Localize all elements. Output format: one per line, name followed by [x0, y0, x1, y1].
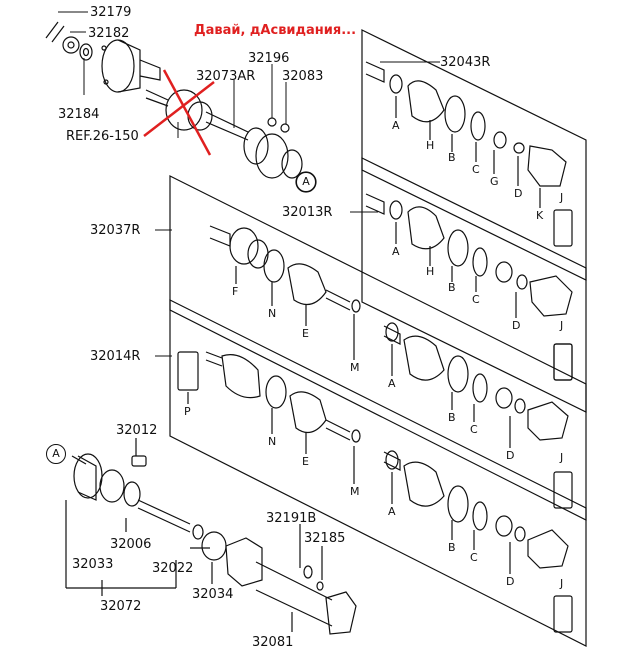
letter-a: A	[388, 377, 396, 390]
letter-d: D	[514, 187, 523, 200]
letter-a: A	[388, 505, 396, 518]
part-label-32185: 32185	[304, 531, 346, 546]
letter-h: H	[426, 139, 435, 152]
part-label-32191b: 32191B	[266, 511, 317, 526]
letter-b: B	[448, 411, 456, 424]
letter-c: C	[472, 293, 480, 306]
part-label-32013r: 32013R	[282, 205, 333, 220]
letter-g: G	[490, 175, 499, 188]
part-label-32182: 32182	[88, 26, 130, 41]
panel-32013R	[361, 157, 587, 413]
part-label-32012: 32012	[116, 423, 158, 438]
bottom-shaft-assembly	[65, 438, 357, 635]
part-label-32081: 32081	[252, 635, 294, 650]
panel-32037R	[169, 175, 587, 521]
letter-j: J	[560, 191, 564, 204]
shaft-32073ar	[145, 89, 303, 179]
part-label-32034: 32034	[192, 587, 234, 602]
part-label-32022: 32022	[152, 561, 194, 576]
part-label-32083: 32083	[282, 69, 324, 84]
letter-p: P	[184, 405, 191, 418]
letter-k: K	[536, 209, 544, 222]
part-label-32014r: 32014R	[90, 349, 141, 364]
part-label-32073ar: 32073AR	[196, 69, 256, 84]
red-cross-mark	[143, 69, 215, 156]
letter-d: D	[506, 575, 515, 588]
callout-a-lower: A	[46, 444, 66, 464]
letter-e: E	[302, 455, 309, 468]
letter-a: A	[392, 245, 400, 258]
letter-n: N	[268, 435, 277, 448]
letter-b: B	[448, 151, 456, 164]
annotation-text: Давай, дАсвидания...	[194, 23, 357, 38]
letter-j: J	[560, 319, 564, 332]
leader-lines-top	[58, 11, 440, 357]
hub-assembly	[45, 21, 161, 93]
part-label-32043r: 32043R	[440, 55, 491, 70]
part-label-32033: 32033	[72, 557, 114, 572]
letter-m: M	[350, 361, 360, 374]
letter-c: C	[470, 423, 478, 436]
letter-d: D	[506, 449, 515, 462]
letter-c: C	[472, 163, 480, 176]
part-label-ref: REF.26-150	[66, 129, 139, 144]
letter-a: A	[392, 119, 400, 132]
part-label-32184: 32184	[58, 107, 100, 122]
part-label-32006: 32006	[110, 537, 152, 552]
letter-h: H	[426, 265, 435, 278]
callout-a-upper: A	[296, 172, 316, 192]
panel-32037r-parts	[209, 225, 573, 448]
letter-c: C	[470, 551, 478, 564]
panel-32014R	[169, 299, 587, 647]
part-label-32072: 32072	[100, 599, 142, 614]
letter-j: J	[560, 451, 564, 464]
letter-m: M	[350, 485, 360, 498]
letter-b: B	[448, 541, 456, 554]
part-label-32179: 32179	[90, 5, 132, 20]
panel-32014r-parts	[177, 351, 573, 633]
letter-f: F	[232, 285, 239, 298]
letter-d: D	[512, 319, 521, 332]
letter-j: J	[560, 577, 564, 590]
part-label-32196: 32196	[248, 51, 290, 66]
panel-32043r-parts	[365, 61, 573, 247]
part-label-32037r: 32037R	[90, 223, 141, 238]
letter-e: E	[302, 327, 309, 340]
letter-b: B	[448, 281, 456, 294]
letter-n: N	[268, 307, 277, 320]
